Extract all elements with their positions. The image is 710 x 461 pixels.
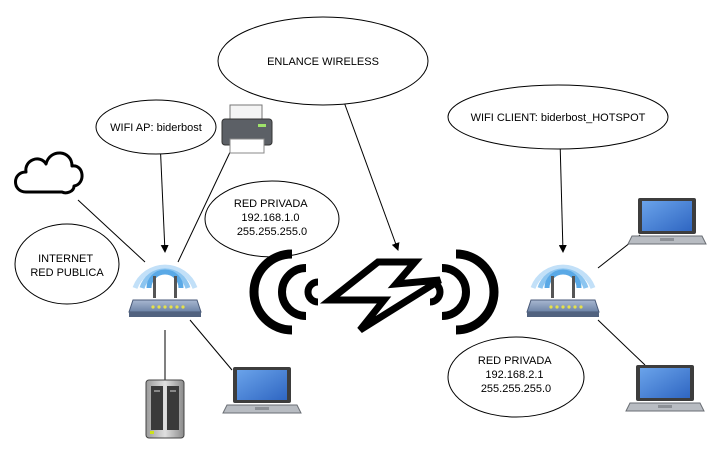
wireless-signal-right-icon: [430, 254, 494, 330]
network-2-line-1: RED PRIVADA: [478, 355, 552, 367]
arrow-ap-label: [159, 139, 169, 253]
client-laptop-top-icon: [627, 197, 707, 245]
client-label: WIFI CLIENT: biderbost_HOTSPOT: [471, 112, 646, 124]
cloud-icon: [14, 151, 84, 195]
network-1-line-1: RED PRIVADA: [234, 198, 308, 210]
client-router-icon: [527, 267, 599, 317]
connector-client-laptop-bottom: [597, 319, 646, 366]
network-2-label: RED PRIVADA 192.168.2.1 255.255.255.0: [478, 355, 554, 395]
internet-line-2: RED PUBLICA: [30, 267, 104, 279]
arrow-link-label: [343, 101, 400, 251]
ap-label: WIFI AP: biderbost: [110, 122, 202, 134]
network-1-line-2: 192.168.1.0: [241, 212, 299, 224]
ap-router-icon: [129, 267, 201, 317]
arrow-client-label: [558, 139, 567, 253]
wireless-signal-left-icon: [254, 254, 318, 330]
network-2-callout: [447, 336, 585, 418]
link-callout: [217, 16, 429, 106]
connector-printer-ap: [177, 147, 233, 263]
network-2-line-2: 192.168.2.1: [485, 369, 543, 381]
internet-label: INTERNET RED PUBLICA: [30, 253, 104, 279]
client-callout: [447, 84, 669, 150]
ap-laptop-icon: [222, 366, 302, 414]
network-1-line-3: 255.255.255.0: [237, 226, 307, 238]
network-1-label: RED PRIVADA 192.168.1.0 255.255.255.0: [234, 198, 310, 238]
internet-callout: [14, 223, 120, 305]
client-laptop-bottom-icon: [625, 364, 705, 412]
connector-internet-ap: [77, 199, 146, 263]
connector-ap-laptop: [189, 319, 233, 371]
internet-line-1: INTERNET: [38, 253, 93, 265]
nas-server-icon: [145, 379, 185, 439]
link-label: ENLANCE WIRELESS: [267, 56, 379, 68]
ap-callout: [95, 99, 217, 155]
lightning-bolt-icon: [319, 258, 442, 333]
printer-icon: [221, 104, 273, 154]
network-2-line-3: 255.255.255.0: [481, 383, 551, 395]
